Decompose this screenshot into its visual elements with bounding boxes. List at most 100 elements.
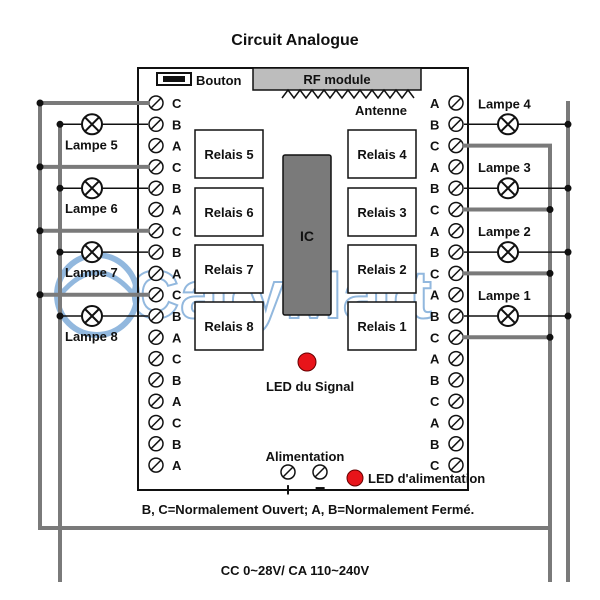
terminal-screw-left bbox=[148, 265, 164, 282]
terminal-screw-right bbox=[448, 137, 464, 154]
ic-label: IC bbox=[300, 228, 314, 244]
wiring bbox=[38, 101, 570, 582]
power-led bbox=[346, 469, 364, 487]
button-label: Bouton bbox=[196, 73, 242, 88]
relay-box: Relais 6 bbox=[194, 187, 264, 237]
terminal-label-right: B bbox=[430, 117, 439, 132]
terminal-label-right: B bbox=[430, 309, 439, 324]
lamp-label: Lampe 3 bbox=[478, 160, 531, 175]
relay-label: Relais 1 bbox=[357, 319, 406, 334]
wire-junction bbox=[564, 248, 572, 256]
terminal-label-right: C bbox=[430, 266, 440, 281]
relay-label: Relais 5 bbox=[204, 147, 253, 162]
terminal-label-right: B bbox=[430, 437, 439, 452]
wire-junction bbox=[36, 99, 44, 107]
relay-box: Relais 8 bbox=[194, 301, 264, 351]
terminal-screw-left bbox=[148, 201, 164, 218]
wire-junction bbox=[56, 184, 64, 192]
terminal-screw-right bbox=[448, 180, 464, 196]
terminal-label-right: C bbox=[430, 330, 440, 345]
antenna-coil bbox=[281, 88, 415, 100]
terminal-screw-left bbox=[148, 329, 164, 346]
power-plus-sign: + bbox=[283, 480, 294, 500]
terminal-screw-right bbox=[448, 244, 464, 260]
terminal-label-right: C bbox=[430, 203, 440, 218]
lamp-label: Lampe 7 bbox=[65, 265, 118, 280]
terminal-screw-left bbox=[148, 372, 164, 388]
terminal-screw-right bbox=[448, 223, 464, 239]
terminal-label-left: C bbox=[172, 288, 182, 303]
terminal-label-left: B bbox=[172, 437, 181, 452]
terminal-label-right: A bbox=[430, 224, 440, 239]
terminal-label-right: B bbox=[430, 373, 439, 388]
terminal-label-right: A bbox=[430, 352, 440, 367]
power-label: Alimentation bbox=[266, 449, 345, 464]
terminal-screw-right bbox=[448, 436, 464, 452]
terminal-label-left: B bbox=[172, 309, 181, 324]
relay-box: Relais 4 bbox=[347, 129, 417, 179]
relay-box: Relais 5 bbox=[194, 129, 264, 179]
terminal-screw-left bbox=[148, 116, 164, 133]
terminal-screw-left bbox=[148, 223, 164, 239]
lamp-label: Lampe 8 bbox=[65, 329, 118, 344]
terminal-screw-left bbox=[148, 244, 164, 260]
right-common-bus bbox=[462, 143, 552, 530]
terminal-screw-right bbox=[448, 95, 464, 111]
terminal-screw-right bbox=[448, 286, 464, 303]
supply-label: CC 0~28V/ CA 110~240V bbox=[221, 563, 370, 578]
terminal-screw-right bbox=[448, 116, 464, 133]
signal-led bbox=[297, 352, 317, 372]
wire-junction bbox=[546, 333, 554, 341]
power-plus-terminal bbox=[280, 464, 296, 480]
lamp-bulb-icon bbox=[81, 113, 103, 136]
terminal-label-right: C bbox=[430, 394, 440, 409]
relay-label: Relais 7 bbox=[204, 262, 253, 277]
lamp-bulb-icon bbox=[497, 177, 519, 200]
lamp-bulb-icon bbox=[497, 113, 519, 136]
terminal-label-right: A bbox=[430, 96, 440, 111]
terminal-screw-left bbox=[148, 286, 164, 303]
terminal-screw-right bbox=[448, 393, 464, 409]
terminal-screw-right bbox=[448, 457, 464, 473]
terminal-label-left: A bbox=[172, 330, 182, 345]
terminal-screw-right bbox=[448, 350, 464, 367]
power-minus-terminal bbox=[312, 464, 328, 480]
terminal-label-left: A bbox=[172, 266, 182, 281]
terminal-screw-right bbox=[448, 159, 464, 175]
wire-junction bbox=[36, 163, 44, 171]
terminal-label-left: C bbox=[172, 416, 182, 431]
terminal-label-left: A bbox=[172, 139, 182, 154]
terminal-screw-left bbox=[148, 180, 164, 196]
wire-junction bbox=[546, 206, 554, 213]
relay-label: Relais 3 bbox=[357, 205, 406, 220]
power-led-label: LED d'alimentation bbox=[368, 471, 485, 486]
contact-legend: B, C=Normalement Ouvert; A, B=Normalemen… bbox=[142, 502, 475, 517]
terminal-label-left: A bbox=[172, 203, 182, 218]
terminal-screw-right bbox=[448, 414, 464, 431]
terminal-screw-left bbox=[148, 393, 164, 409]
wire-junction bbox=[564, 312, 572, 320]
lamp-label: Lampe 4 bbox=[478, 96, 532, 111]
signal-led-label: LED du Signal bbox=[266, 379, 354, 394]
wire-junction bbox=[56, 248, 64, 256]
terminal-label-right: A bbox=[430, 160, 440, 175]
terminal-label-right: B bbox=[430, 181, 439, 196]
lamp-bulb-icon bbox=[497, 241, 519, 264]
rf-module bbox=[252, 67, 422, 91]
rf-module-label: RF module bbox=[303, 72, 370, 87]
lamp-label: Lampe 5 bbox=[65, 137, 118, 152]
terminal-label-right: B bbox=[430, 245, 439, 260]
lamp-label: Lampe 2 bbox=[478, 224, 531, 239]
wire-junction bbox=[56, 312, 64, 320]
terminal-label-left: B bbox=[172, 245, 181, 260]
terminal-label-left: C bbox=[172, 352, 182, 367]
lamp-bulb-icon bbox=[81, 305, 103, 327]
terminal-label-left: B bbox=[172, 181, 181, 196]
terminal-label-left: A bbox=[172, 458, 182, 473]
terminal-screw-right bbox=[448, 329, 464, 346]
power-minus-sign: − bbox=[315, 478, 326, 498]
terminal-label-left: C bbox=[172, 160, 182, 175]
relay-box: Relais 7 bbox=[194, 244, 264, 294]
terminal-screw-left bbox=[148, 308, 164, 324]
terminal-screw-left bbox=[148, 137, 164, 154]
